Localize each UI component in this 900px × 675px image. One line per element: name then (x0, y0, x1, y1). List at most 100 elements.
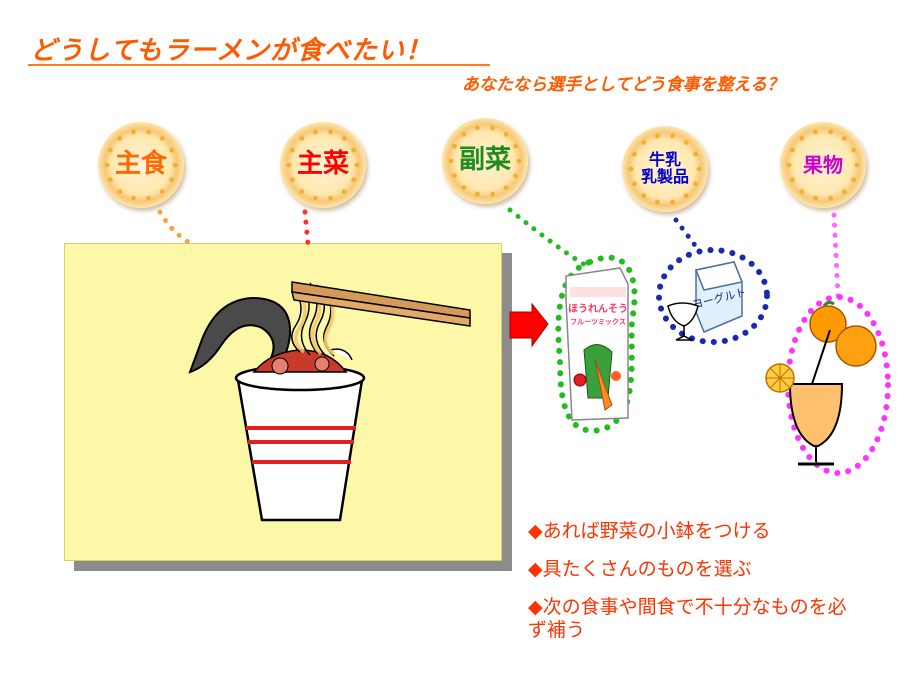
plate-rim-dot (813, 129, 818, 135)
plate-rim-dot (131, 195, 136, 201)
plate-rim-dot (490, 191, 495, 197)
plate-rim-dot (117, 136, 123, 141)
plate-rim-dot (516, 158, 522, 164)
plate-main: 主菜 (280, 122, 366, 208)
plate-rim-dot (328, 195, 333, 201)
tip-text-1: あれば野菜の小鉢をつける (542, 520, 771, 542)
plate-rim-dot (341, 189, 347, 195)
tip-item-3: ◆次の食事や間食で不十分なものを必ず補う (528, 596, 858, 644)
connector-dairy (673, 217, 703, 255)
plate-rim-dot (854, 162, 860, 168)
plate-rim-dot (503, 185, 509, 191)
plate-rim-dot (655, 133, 660, 139)
plate-staple: 主食 (98, 122, 184, 208)
plate-rim-dot (286, 162, 292, 168)
plate-rim-dot (299, 189, 305, 195)
plate-dairy-label-line2: 乳製品 (640, 167, 689, 186)
plate-rim-dot (670, 199, 675, 205)
diamond-bullet-icon: ◆ (528, 557, 543, 580)
plate-rim-dot (693, 181, 698, 187)
plate-rim-dot (146, 129, 152, 135)
plate-dairy: 牛乳 乳製品 (622, 126, 708, 212)
plate-rim-dot (490, 125, 495, 131)
plate-rim-dot (693, 151, 698, 157)
plate-rim-dot (641, 140, 647, 145)
plate-rim-dot (461, 132, 467, 137)
plate-rim-dot (828, 195, 833, 201)
plate-rim-dot (790, 147, 795, 153)
plate-rim-dot (341, 136, 347, 141)
plate-rim-dot (351, 147, 356, 153)
plate-rim-dot (313, 195, 318, 201)
plate-rim-dot (683, 140, 689, 145)
plate-rim-dot (628, 166, 634, 172)
tip-item-2: ◆具たくさんのものを選ぶ (528, 558, 888, 582)
plate-rim-dot (452, 173, 457, 179)
connector-main (302, 209, 311, 247)
plate-rim-dot (461, 185, 467, 191)
plate-rim-dot (290, 147, 295, 153)
ramen-cup-icon (188, 281, 471, 522)
plate-rim-dot (513, 143, 518, 149)
plate-rim-dot (790, 177, 795, 183)
plate-dairy-label: 牛乳 乳製品 (640, 150, 689, 186)
plate-rim-dot (841, 136, 847, 141)
plate-rim-dot (104, 162, 110, 168)
plate-rim-dot (641, 193, 647, 199)
side-dish-highlight-ring (555, 254, 638, 434)
plate-rim-dot (851, 177, 856, 183)
plate-rim-dot (655, 199, 660, 205)
veg-juice-label-line1: ほうれんそう (568, 303, 628, 315)
plate-rim-dot (813, 195, 818, 201)
plate-rim-dot (159, 189, 165, 195)
diamond-bullet-icon: ◆ (528, 595, 543, 618)
plate-rim-dot (448, 158, 454, 164)
plate-rim-dot (108, 147, 113, 153)
plate-rim-dot (670, 133, 675, 139)
plate-main-label: 主菜 (296, 149, 349, 180)
connector-side (507, 207, 588, 268)
plate-rim-dot (786, 162, 792, 168)
plate-rim-dot (159, 136, 165, 141)
plate-dot-ring (104, 125, 860, 205)
plate-dot-rings (104, 125, 860, 205)
plate-rim-dot (169, 177, 175, 183)
connector-staple (157, 209, 191, 245)
tip-text-2: 具たくさんのものを選ぶ (542, 557, 752, 580)
plate-rim-dot (828, 129, 833, 135)
plate-rim-dot (354, 162, 360, 168)
tip-item-1: ◆あれば野菜の小鉢をつける (528, 520, 888, 544)
plate-rim-dot (117, 189, 123, 195)
plate-rim-dot (131, 129, 136, 135)
diamond-bullet-icon: ◆ (528, 520, 543, 542)
plate-rim-dot (299, 136, 305, 141)
plate-side-label: 副菜 (458, 145, 511, 176)
page-title: どうしてもラーメンが食べたい！ (30, 36, 432, 66)
plate-rim-dot (799, 136, 805, 141)
plate-rim-dot (851, 147, 856, 153)
plate-rim-dot (169, 147, 175, 153)
plate-rim-dot (290, 177, 295, 183)
plate-side: 副菜 (442, 118, 528, 204)
title-underline (28, 64, 490, 66)
plate-rim-dot (632, 151, 637, 157)
plate-rim-dot (108, 177, 113, 183)
plate-rim-dot (475, 125, 480, 131)
yogurt-icon: ヨーグルト (667, 261, 747, 341)
plate-rim-dot (683, 193, 689, 199)
plate-rim-dot (146, 195, 152, 201)
plate-rim-dot (172, 162, 178, 168)
veg-juice-label-line2: フルーツミックス (570, 317, 626, 326)
plate-fruit: 果物 (780, 122, 866, 208)
page-subtitle: あなたなら選手としてどう食事を整える？ (462, 75, 784, 95)
plate-staple-label: 主食 (114, 149, 167, 180)
plate-rim-dot (513, 173, 518, 179)
plate-rim-dot (841, 189, 847, 195)
plate-dairy-label-line1: 牛乳 (648, 150, 681, 170)
tip-text-3: 次の食事や間食で不十分なものを必ず補う (528, 595, 847, 642)
orange-juice-icon (765, 300, 877, 466)
connector-fruit (831, 212, 841, 299)
plate-rim-dot (475, 191, 480, 197)
plate-rim-dot (313, 129, 318, 135)
